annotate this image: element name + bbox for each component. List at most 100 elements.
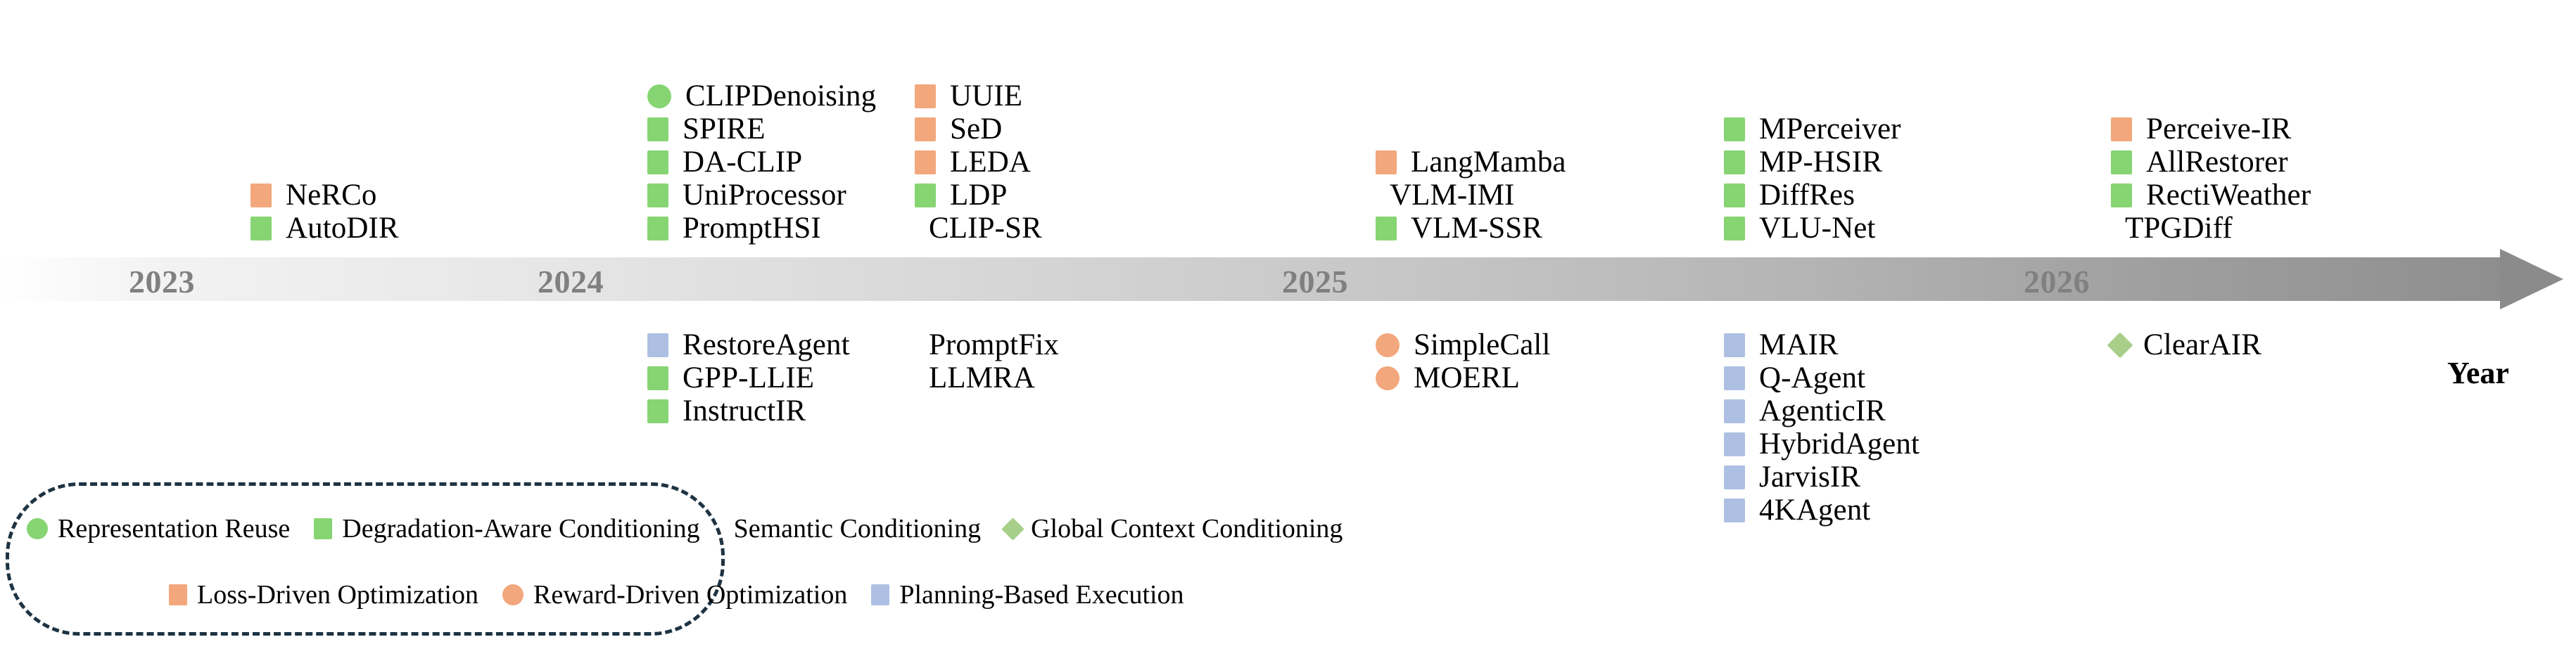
legend-item[interactable]: Degradation-Aware Conditioning <box>314 514 700 544</box>
timeline-entry[interactable]: MOERL <box>1376 361 1551 394</box>
timeline-entry[interactable]: LEDA <box>915 146 1042 179</box>
timeline-entry-label: LangMamba <box>1411 146 1566 179</box>
timeline-entry[interactable]: VLM-IMI <box>1376 179 1566 212</box>
legend-item[interactable]: Reward-Driven Optimization <box>502 581 847 608</box>
timeline-entry[interactable]: JarvisIR <box>1724 461 1920 494</box>
timeline-entry[interactable]: SimpleCall <box>1376 328 1551 361</box>
timeline-entry[interactable]: AgenticIR <box>1724 394 1920 427</box>
legend-item-label: Degradation-Aware Conditioning <box>342 514 700 544</box>
timeline-entry[interactable]: CLIP-SR <box>915 212 1042 245</box>
square-marker-icon <box>2111 117 2132 141</box>
square-marker-icon <box>647 117 668 141</box>
timeline-entry[interactable]: UUIE <box>915 79 1042 112</box>
timeline-entry[interactable]: TPGDiff <box>2111 212 2311 245</box>
timeline-entry-label: LEDA <box>950 146 1032 179</box>
timeline-entry-label: CLIPDenoising <box>685 79 877 112</box>
timeline-entry[interactable]: DiffRes <box>1724 179 1901 212</box>
legend-item-label: Representation Reuse <box>58 514 291 544</box>
timeline-entry[interactable]: VLM-SSR <box>1376 212 1566 245</box>
timeline-entry[interactable]: CLIPDenoising <box>647 79 876 112</box>
legend-item[interactable]: Loss-Driven Optimization <box>169 581 478 608</box>
square-marker-icon <box>1376 216 1397 240</box>
timeline-entry-label: HybridAgent <box>1759 427 1920 461</box>
timeline-entry[interactable]: SPIRE <box>647 112 876 146</box>
timeline-entry[interactable]: LLMRA <box>915 361 1059 394</box>
year-tick-2024: 2024 <box>538 264 604 300</box>
timeline-entry-label: CLIP-SR <box>929 212 1042 245</box>
timeline-entry[interactable]: VLU-Net <box>1724 212 1901 245</box>
timeline-entry[interactable]: ClearAIR <box>2107 328 2261 361</box>
timeline-entry-label: MP-HSIR <box>1759 146 1883 179</box>
timeline-entry[interactable]: 4KAgent <box>1724 494 1920 527</box>
timeline-entry-label: MPerceiver <box>1759 112 1901 146</box>
square-marker-icon <box>1724 399 1745 423</box>
square-marker-icon <box>647 366 668 390</box>
timeline-entry[interactable]: GPP-LLIE <box>647 361 850 394</box>
timeline-entry[interactable]: DA-CLIP <box>647 146 876 179</box>
timeline-entry[interactable]: LDP <box>915 179 1042 212</box>
square-marker-icon <box>1724 117 1745 141</box>
timeline-entry-label: RectiWeather <box>2146 179 2311 212</box>
square-marker-icon <box>915 117 936 141</box>
timeline-entry-label: PromptFix <box>929 328 1059 361</box>
timeline-bar <box>0 257 2508 301</box>
square-marker-icon <box>647 183 668 207</box>
timeline-entry-label: RestoreAgent <box>683 328 850 361</box>
square-marker-icon <box>2111 183 2132 207</box>
year-tick-2025: 2025 <box>1282 264 1348 300</box>
timeline-entry-label: InstructIR <box>683 394 806 427</box>
legend-item-label: Reward-Driven Optimization <box>533 580 848 610</box>
year-tick-2023: 2023 <box>129 264 195 300</box>
square-marker-icon <box>1724 183 1745 207</box>
timeline-entry-label: AllRestorer <box>2146 146 2288 179</box>
square-marker-icon <box>915 183 936 207</box>
timeline-entry[interactable]: SeD <box>915 112 1042 146</box>
diamond-marker-icon <box>2107 332 2133 358</box>
timeline-entry-label: TPGDiff <box>2125 212 2233 245</box>
timeline-entry[interactable]: NeRCo <box>250 179 399 212</box>
square-marker-icon <box>169 584 187 605</box>
timeline-entry[interactable]: RestoreAgent <box>647 328 850 361</box>
legend-item-label: Loss-Driven Optimization <box>197 580 478 610</box>
timeline-entry[interactable]: MPerceiver <box>1724 112 1901 146</box>
timeline-entry[interactable]: MAIR <box>1724 328 1920 361</box>
timeline-entry[interactable]: PromptFix <box>915 328 1059 361</box>
diamond-marker-icon <box>1001 517 1024 541</box>
square-marker-icon <box>1376 150 1397 174</box>
square-marker-icon <box>647 399 668 423</box>
timeline-entry-label: AgenticIR <box>1759 394 1886 427</box>
timeline-entry-label: SeD <box>950 112 1003 146</box>
square-marker-icon <box>1724 498 1745 522</box>
square-marker-icon <box>915 84 936 108</box>
timeline-entry-label: AutoDIR <box>286 212 399 245</box>
legend-item-label: Global Context Conditioning <box>1031 514 1343 544</box>
timeline-entry[interactable]: RectiWeather <box>2111 179 2311 212</box>
timeline-entry[interactable]: MP-HSIR <box>1724 146 1901 179</box>
timeline-entry-label: Perceive-IR <box>2146 112 2292 146</box>
timeline-entry[interactable]: PromptHSI <box>647 212 876 245</box>
timeline-entry[interactable]: InstructIR <box>647 394 850 427</box>
timeline-entry[interactable]: LangMamba <box>1376 146 1566 179</box>
timeline-entry[interactable]: HybridAgent <box>1724 427 1920 461</box>
legend-item[interactable]: Semantic Conditioning <box>724 515 981 542</box>
timeline-entry-label: SimpleCall <box>1414 328 1551 361</box>
timeline-entry[interactable]: AllRestorer <box>2111 146 2311 179</box>
legend-item[interactable]: Representation Reuse <box>27 515 290 542</box>
timeline-entry-label: VLU-Net <box>1759 212 1876 245</box>
legend-item[interactable]: Planning-Based Execution <box>871 581 1184 608</box>
circle-marker-icon <box>502 584 524 605</box>
timeline-column-below-2026: ClearAIR <box>2107 328 2261 361</box>
square-marker-icon <box>2111 150 2132 174</box>
timeline-entry[interactable]: UniProcessor <box>647 179 876 212</box>
square-marker-icon <box>1724 150 1745 174</box>
timeline-entry[interactable]: Perceive-IR <box>2111 112 2311 146</box>
legend-item-label: Semantic Conditioning <box>733 514 982 544</box>
legend-item[interactable]: Global Context Conditioning <box>1001 514 1343 544</box>
timeline-entry[interactable]: AutoDIR <box>250 212 399 245</box>
timeline-entry[interactable]: Q-Agent <box>1724 361 1920 394</box>
